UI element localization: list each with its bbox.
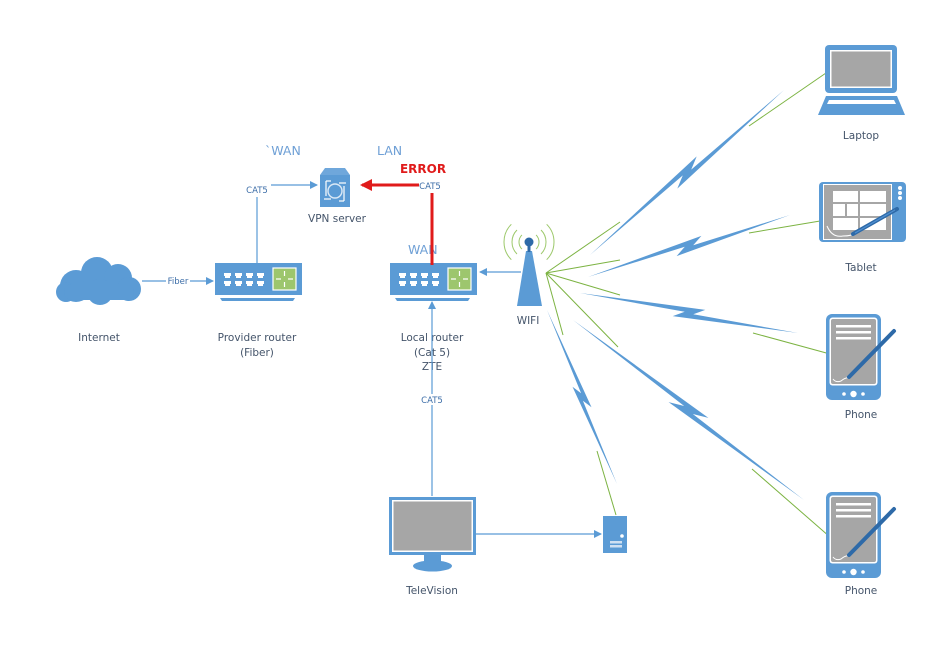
tablet-label: Tablet xyxy=(844,262,876,274)
lightning-bolt-phone-1 xyxy=(580,293,798,333)
error-link-label: CAT5 xyxy=(419,182,441,192)
local-router-icon[interactable] xyxy=(390,263,477,301)
internet-cloud-icon[interactable] xyxy=(56,257,141,305)
laptop-icon[interactable] xyxy=(818,45,905,115)
wifi-signal-line xyxy=(545,221,621,274)
zone-label-wan-vpn: `WAN xyxy=(265,143,301,158)
lightning-bolt-phone-2 xyxy=(573,320,804,500)
error-label: ERROR xyxy=(400,162,446,176)
vpn-server-icon[interactable] xyxy=(320,168,350,207)
server-tower-icon[interactable] xyxy=(603,516,627,553)
wifi-signal-line xyxy=(545,272,621,296)
wireless-bolts xyxy=(547,90,804,500)
provider-router-label-line2: (Fiber) xyxy=(240,347,274,359)
laptop-signal-line xyxy=(748,72,827,127)
server-signal-line xyxy=(596,450,617,516)
wifi-wave-arc xyxy=(518,234,523,250)
internet-label: Internet xyxy=(78,332,120,344)
wifi-wave-arc xyxy=(535,234,540,250)
wifi-wave-arc xyxy=(546,223,555,261)
vpn-server-label: VPN server xyxy=(308,213,367,225)
wifi-signal-line xyxy=(545,272,619,348)
wireless-signal-lines xyxy=(545,72,831,538)
zone-label-wan-local-router: WAN xyxy=(408,242,438,257)
wifi-signal-line xyxy=(545,259,621,274)
phone-icon[interactable] xyxy=(826,314,896,400)
provider-router-icon[interactable] xyxy=(215,263,302,301)
wifi-wave-arc xyxy=(511,229,518,255)
provider-to-vpn-link-label: CAT5 xyxy=(246,186,268,196)
error-link-end xyxy=(430,255,434,265)
wifi-signal-line xyxy=(545,272,564,336)
phone-1-signal-line xyxy=(752,332,831,355)
television-icon[interactable] xyxy=(389,497,476,572)
phone-2-signal-line xyxy=(751,468,831,538)
fiber-link-label: Fiber xyxy=(168,277,189,287)
tv-to-router-link-label: CAT5 xyxy=(421,396,443,406)
lightning-bolt-server xyxy=(547,310,617,484)
tablet-icon[interactable] xyxy=(819,182,906,242)
wifi-label: WIFI xyxy=(517,315,540,327)
phone-1-label: Phone xyxy=(845,409,878,421)
phone-2-label: Phone xyxy=(845,585,878,597)
television-label: TeleVision xyxy=(405,585,458,597)
tv-link-label-bg xyxy=(420,394,444,405)
lightning-bolt-tablet xyxy=(588,215,790,277)
provider-router-label-line1: Provider router xyxy=(218,332,297,344)
zone-label-lan-vpn: LAN xyxy=(377,143,402,158)
wifi-wave-arc xyxy=(503,223,512,261)
phone-icon[interactable] xyxy=(826,492,896,578)
laptop-label: Laptop xyxy=(843,130,879,142)
wifi-tower-icon[interactable] xyxy=(503,223,555,306)
wifi-wave-arc xyxy=(540,229,547,255)
lightning-bolt-laptop xyxy=(590,90,784,255)
tablet-signal-line xyxy=(748,219,827,234)
